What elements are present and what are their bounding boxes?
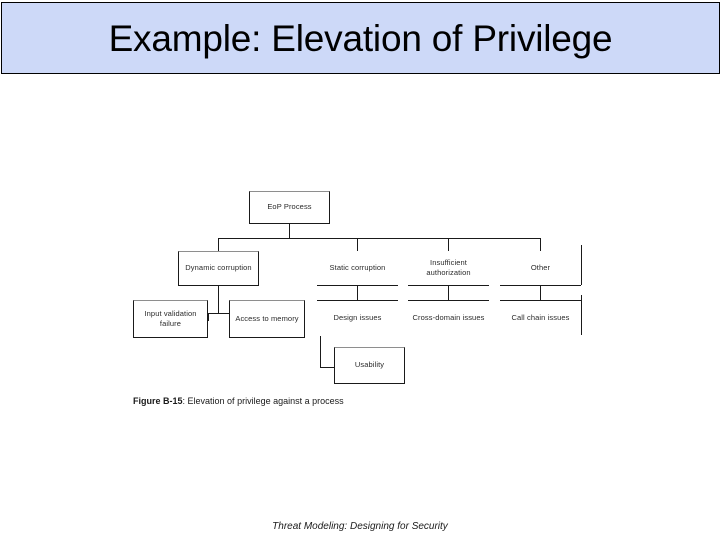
connector-usability-elbow: [320, 367, 335, 368]
connector-other-stem: [540, 286, 541, 300]
connector-dynamic-tee: [208, 313, 229, 314]
slide-footer: Threat Modeling: Designing for Security: [0, 516, 720, 534]
connector-static-stem: [357, 286, 358, 300]
tree-node-label: Usability: [354, 360, 385, 370]
tree-node-dynamic-corruption: Dynamic corruption: [178, 251, 259, 286]
connector-drop-dynamic: [218, 238, 219, 251]
tree-node-label: Input validation failure: [144, 308, 197, 328]
connector-drop-static: [357, 238, 358, 251]
tree-node-label: Other: [530, 262, 551, 272]
figure-caption: Figure B-15: Elevation of privilege agai…: [133, 396, 344, 406]
tree-node-label: Cross-domain issues: [412, 313, 485, 323]
figure-caption-number: Figure B-15: [133, 396, 183, 406]
tree-node-label: EoP Process: [267, 202, 312, 212]
tree-node-eop-process: EoP Process: [249, 191, 330, 224]
tree-node-call-chain-issues: Call chain issues: [500, 295, 582, 336]
tree-node-label: Dynamic corruption: [185, 263, 252, 273]
connector-dynamic-tee-left: [208, 313, 209, 321]
tree-node-usability: Usability: [334, 347, 405, 384]
connector-drop-insufficient: [448, 238, 449, 251]
figure-caption-separator: :: [182, 396, 186, 406]
tree-node-label: Call chain issues: [511, 313, 570, 323]
figure-caption-text: Elevation of privilege against a process: [185, 396, 344, 406]
tree-node-input-validation-failure: Input validation failure: [133, 300, 208, 338]
page-title: Example: Elevation of Privilege: [108, 17, 613, 59]
tree-node-label: Access to memory: [235, 313, 299, 323]
connector-dynamic-stem: [218, 286, 219, 313]
tree-node-other: Other: [500, 245, 582, 286]
tree-node-label: Insufficient authorization: [426, 257, 471, 277]
connector-usability-vertical: [320, 336, 321, 367]
tree-node-cross-domain-issues: Cross-domain issues: [408, 300, 489, 336]
tree-node-access-to-memory: Access to memory: [229, 300, 305, 338]
tree-node-label: Design issues: [333, 313, 382, 323]
tree-node-insufficient-authorization: Insufficient authorization: [408, 251, 489, 286]
connector-insufficient-stem: [448, 286, 449, 300]
footer-book-title: Threat Modeling: Designing for Security: [272, 521, 448, 532]
tree-node-design-issues: Design issues: [317, 300, 398, 336]
connector-drop-other: [540, 238, 541, 251]
tree-node-static-corruption: Static corruption: [317, 251, 398, 286]
slide-title-bar: Example: Elevation of Privilege: [1, 2, 720, 74]
connector-level1-bus: [218, 238, 540, 239]
tree-node-label: Static corruption: [329, 262, 386, 272]
connector-root-stem: [289, 224, 290, 239]
